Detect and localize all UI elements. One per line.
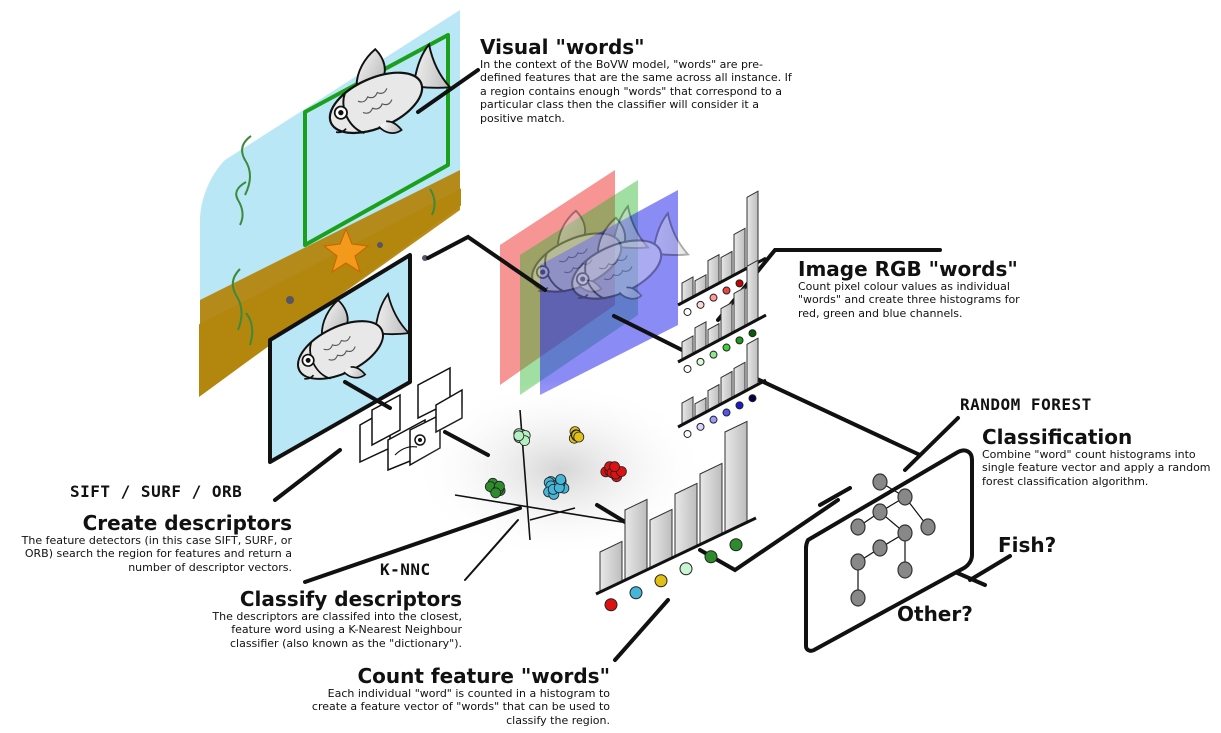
histogram-bin-marker bbox=[735, 336, 744, 345]
cluster-yellow bbox=[568, 426, 585, 444]
histogram-bin-marker bbox=[629, 586, 643, 600]
histogram-bin-marker bbox=[683, 429, 692, 438]
classify-descriptors-text: The descriptors are classifed into the c… bbox=[212, 610, 462, 650]
count-words-callout: Count feature "words" Each individual "w… bbox=[310, 665, 610, 727]
histogram-axis bbox=[677, 313, 767, 364]
cluster-point bbox=[555, 474, 567, 485]
histogram-axis bbox=[677, 378, 767, 429]
classification-title: Classification bbox=[982, 425, 1133, 449]
histogram-bin-marker bbox=[683, 307, 692, 316]
histogram-bin-marker bbox=[748, 394, 757, 403]
knn-tag: K-NNC bbox=[380, 560, 431, 579]
fish-output-label: Fish? bbox=[998, 533, 1057, 557]
histogram-bin-marker bbox=[722, 408, 731, 417]
red-histogram bbox=[677, 190, 767, 316]
rgb-channel-panels bbox=[500, 170, 697, 395]
visual-word-frame bbox=[303, 26, 460, 247]
cluster-point bbox=[490, 487, 502, 499]
histogram-bin-marker bbox=[735, 401, 744, 410]
histogram-bin-marker bbox=[735, 279, 744, 288]
other-output-label: Other? bbox=[897, 602, 973, 626]
visual-words-text: In the context of the BoVW model, "words… bbox=[480, 58, 792, 125]
histogram-bar bbox=[733, 286, 746, 333]
sift-tag: SIFT / SURF / ORB bbox=[70, 482, 243, 501]
visual-words-callout: Visual "words" In the context of the BoV… bbox=[480, 36, 810, 125]
histogram-bin-marker bbox=[709, 293, 718, 302]
histogram-bin-marker bbox=[722, 343, 731, 352]
histogram-bin-marker bbox=[696, 357, 705, 366]
cluster-point bbox=[609, 461, 620, 473]
count-words-title: Count feature "words" bbox=[357, 664, 610, 688]
histogram-bin-marker bbox=[748, 329, 757, 338]
histogram-bin-marker bbox=[704, 550, 718, 564]
histogram-bin-marker bbox=[604, 598, 618, 612]
histogram-bar bbox=[724, 420, 748, 533]
histogram-bin-marker bbox=[709, 350, 718, 359]
green-histogram bbox=[677, 259, 767, 373]
create-descriptors-callout: Create descriptors The feature detectors… bbox=[2, 512, 292, 574]
cluster-point bbox=[573, 431, 585, 443]
histogram-bin-marker bbox=[683, 364, 692, 373]
random-forest-panel bbox=[804, 448, 974, 653]
cluster-light-green bbox=[513, 428, 531, 447]
rgb-words-title: Image RGB "words" bbox=[798, 257, 1018, 281]
histogram-bar bbox=[746, 190, 759, 269]
histogram-bar bbox=[699, 462, 723, 545]
cluster-cyan bbox=[543, 474, 570, 500]
cluster-point bbox=[513, 430, 525, 442]
histogram-bin-marker bbox=[654, 574, 668, 588]
cluster-red bbox=[600, 461, 627, 483]
word-count-histogram bbox=[595, 420, 757, 612]
rgb-words-callout: Image RGB "words" Count pixel colour val… bbox=[798, 258, 1058, 320]
histogram-axis bbox=[595, 516, 757, 596]
visual-words-title: Visual "words" bbox=[480, 35, 645, 59]
histograms bbox=[595, 190, 767, 612]
histogram-bin-marker bbox=[679, 562, 693, 576]
classify-descriptors-title: Classify descriptors bbox=[239, 587, 462, 611]
histogram-bar bbox=[733, 227, 746, 276]
histogram-bin-marker bbox=[729, 538, 743, 552]
rgb-words-text: Count pixel colour values as individual … bbox=[798, 280, 1020, 320]
histogram-bar bbox=[674, 482, 698, 557]
random-forest-tag: RANDOM FOREST bbox=[960, 395, 1092, 414]
histogram-bin-marker bbox=[722, 286, 731, 295]
region-frame bbox=[268, 253, 418, 464]
histogram-bin-marker bbox=[696, 422, 705, 431]
count-words-text: Each individual "word" is counted in a h… bbox=[311, 687, 610, 727]
histogram-bar bbox=[746, 337, 759, 391]
cluster-dark-green bbox=[484, 477, 506, 499]
classification-text: Combine "word" count histograms into sin… bbox=[982, 448, 1211, 488]
create-descriptors-title: Create descriptors bbox=[82, 511, 292, 535]
create-descriptors-text: The feature detectors (in this case SIFT… bbox=[21, 534, 292, 574]
classification-callout: Classification Combine "word" count hist… bbox=[982, 426, 1218, 488]
blue-histogram bbox=[677, 337, 767, 438]
histogram-bar bbox=[624, 498, 648, 581]
histogram-bin-marker bbox=[709, 415, 718, 424]
histogram-bar bbox=[746, 259, 759, 326]
classify-descriptors-callout: Classify descriptors The descriptors are… bbox=[180, 588, 462, 650]
histogram-bin-marker bbox=[696, 300, 705, 309]
